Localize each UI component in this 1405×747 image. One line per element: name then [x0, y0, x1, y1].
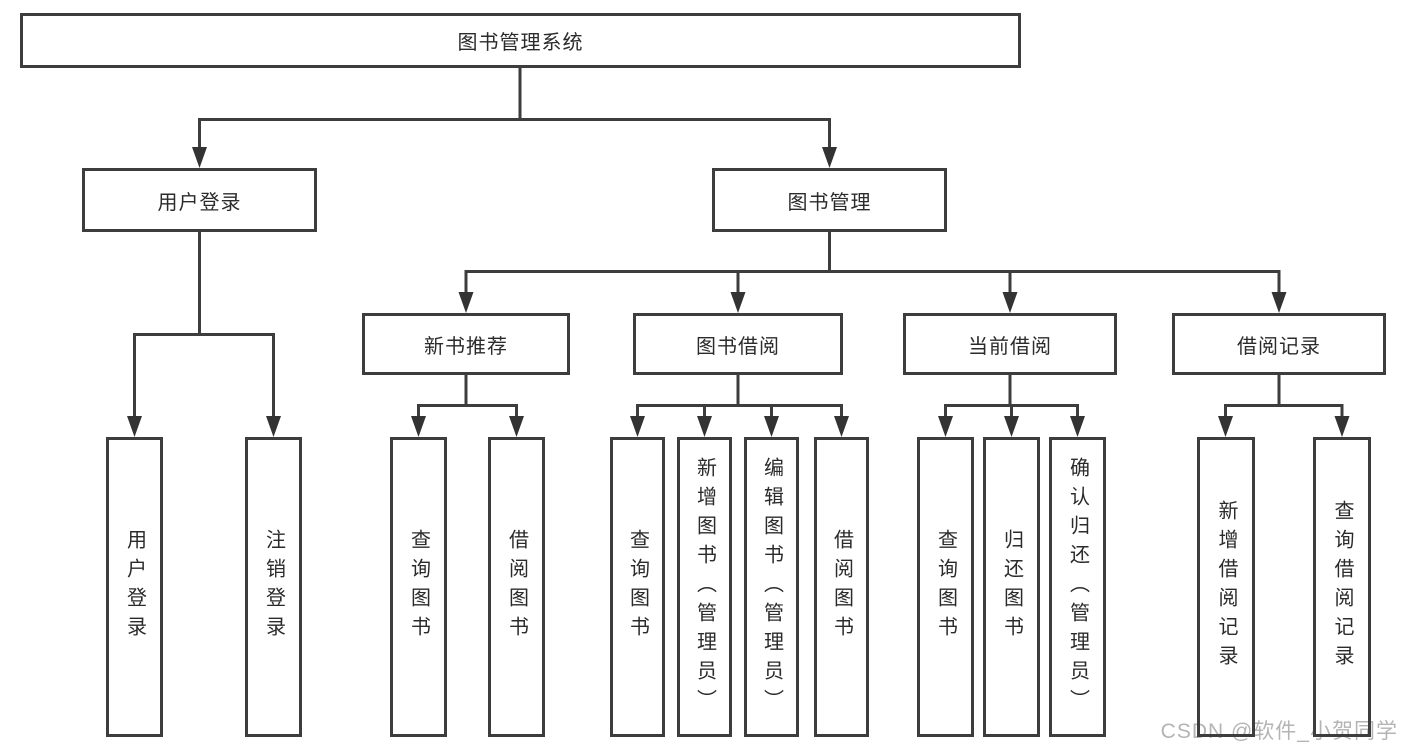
leaf-label: 查询借阅记录 [1331, 500, 1353, 674]
node-label: 图书管理系统 [457, 32, 584, 54]
node-new-book-recommend: 新书推荐 [362, 313, 570, 375]
leaf-query-books-recommend: 查询图书 [390, 437, 447, 737]
leaf-borrow-books: 借阅图书 [814, 437, 869, 737]
leaf-label: 归还图书 [1000, 529, 1023, 645]
leaf-user-login: 用户登录 [106, 437, 163, 737]
leaf-label: 查询图书 [626, 529, 649, 645]
node-borrowing-records: 借阅记录 [1172, 313, 1386, 375]
leaf-query-borrow-record: 查询借阅记录 [1313, 437, 1371, 737]
node-label: 图书借阅 [696, 335, 780, 358]
node-label: 当前借阅 [968, 335, 1052, 358]
leaf-label: 新增借阅记录 [1215, 500, 1237, 674]
leaf-add-borrow-record: 新增借阅记录 [1197, 437, 1255, 737]
leaf-query-books-current: 查询图书 [917, 437, 974, 737]
leaf-confirm-return-admin: 确认归还（管理员） [1049, 437, 1106, 737]
leaf-label: 查询图书 [934, 529, 957, 645]
node-label: 图书管理 [787, 191, 872, 214]
leaf-label: 新增图书（管理员） [693, 456, 716, 718]
node-library-management-system: 图书管理系统 [20, 13, 1021, 68]
leaf-return-books: 归还图书 [983, 437, 1040, 737]
leaf-label: 编辑图书（管理员） [760, 456, 783, 718]
leaf-label: 借阅图书 [830, 529, 853, 645]
node-user-login: 用户登录 [82, 168, 317, 232]
leaf-add-books-admin: 新增图书（管理员） [677, 437, 732, 737]
leaf-query-books-borrow: 查询图书 [610, 437, 665, 737]
leaf-logout: 注销登录 [245, 437, 302, 737]
node-book-management: 图书管理 [712, 168, 947, 232]
node-label: 新书推荐 [424, 335, 508, 358]
leaf-label: 用户登录 [123, 529, 146, 645]
leaf-label: 确认归还（管理员） [1066, 456, 1089, 718]
leaf-borrow-books-recommend: 借阅图书 [488, 437, 545, 737]
leaf-label: 查询图书 [407, 529, 430, 645]
node-label: 用户登录 [157, 191, 242, 214]
watermark: CSDN @软件_小贺同学 [1160, 720, 1398, 743]
node-label: 借阅记录 [1237, 335, 1321, 358]
node-current-borrowing: 当前借阅 [903, 313, 1117, 375]
leaf-edit-books-admin: 编辑图书（管理员） [744, 437, 799, 737]
leaf-label: 注销登录 [262, 529, 285, 645]
node-book-borrowing: 图书借阅 [633, 313, 843, 375]
leaf-label: 借阅图书 [505, 529, 528, 645]
